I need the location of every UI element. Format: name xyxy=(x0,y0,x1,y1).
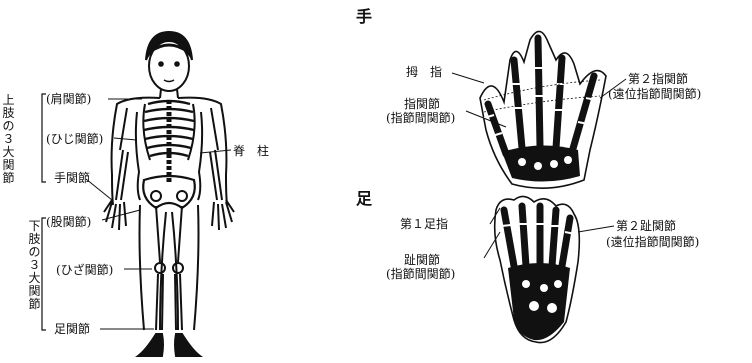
toe-joint-label: 趾関節 xyxy=(404,253,441,267)
big-toe-label: 第１足指 xyxy=(400,217,449,231)
spine-label: 脊 柱 xyxy=(233,144,270,158)
foot-leader-lines xyxy=(483,207,615,259)
skeleton-figure xyxy=(103,30,235,357)
foot-heading: 足 xyxy=(356,189,373,208)
hand-finger-joint-sub-label: (指節間関節) xyxy=(386,111,456,125)
upper-limb-group-label: 上肢の３大関節 xyxy=(2,93,15,185)
lower-limb-group-label: 下肢の３大関節 xyxy=(28,219,41,311)
wrist-joint-label: 手関節 xyxy=(54,171,91,185)
elbow-joint-label: (ひじ関節) xyxy=(46,132,104,146)
group-brackets xyxy=(41,93,46,331)
hand-heading: 手 xyxy=(356,7,373,26)
foot-second-joint-label: 第２趾関節 xyxy=(616,219,677,233)
hand-leader-lines xyxy=(451,72,627,128)
hip-joint-label: (股関節) xyxy=(46,215,92,229)
thumb-label: 拇 指 xyxy=(406,65,443,79)
knee-joint-label: (ひざ関節) xyxy=(56,263,114,277)
hand-skeleton xyxy=(479,30,607,189)
hand-second-joint-label: 第２指関節 xyxy=(628,72,689,86)
foot-skeleton xyxy=(493,195,581,344)
foot-second-joint-sub-label: (遠位指節間関節) xyxy=(606,235,700,249)
ankle-joint-label: 足関節 xyxy=(54,322,91,336)
shoulder-joint-label: (肩関節) xyxy=(46,92,92,106)
hand-finger-joint-label: 指関節 xyxy=(404,97,441,111)
hand-second-joint-sub-label: (遠位指節間関節) xyxy=(608,87,702,101)
toe-joint-sub-label: (指節間関節) xyxy=(386,267,456,281)
body-leader-lines xyxy=(85,98,232,330)
